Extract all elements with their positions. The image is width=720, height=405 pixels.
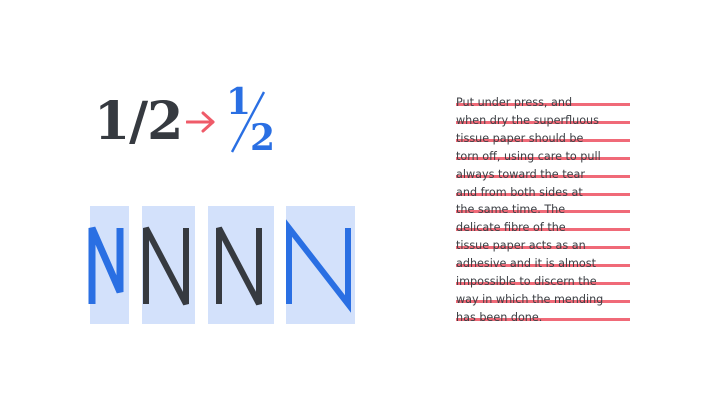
plain-fraction-text: 1/2: [94, 91, 183, 152]
underline-bar: [456, 174, 630, 178]
n-glyph: [143, 226, 189, 306]
underline-bar: [456, 138, 630, 142]
paragraph-line: way in which the mending: [456, 292, 604, 306]
underline-bar: [456, 299, 630, 303]
underline-bar: [456, 156, 630, 160]
n-glyph-cell: [88, 206, 129, 324]
paragraph-line: Put under press, and: [456, 96, 573, 109]
underline-bar: [456, 282, 630, 285]
fraction-numerator: 1: [226, 81, 252, 123]
n-glyph: [216, 226, 262, 306]
fraction-denominator: 2: [250, 117, 276, 159]
underline-bar: [456, 264, 630, 268]
n-glyph-row: [88, 206, 360, 324]
underline-bar: [456, 120, 630, 124]
underline-bar: [456, 103, 630, 106]
paragraph-line: has been done.: [456, 310, 543, 324]
fraction-demo: 1/2 1 2: [88, 82, 288, 162]
n-glyph-cell: [286, 206, 355, 324]
underline-bar: [456, 246, 630, 250]
underline-bar: [456, 192, 630, 196]
paragraph-line: delicate fibre of the: [456, 221, 566, 235]
n-glyph: [88, 226, 124, 304]
paragraph-line: torn off, using care to pull: [456, 149, 601, 163]
n-glyph: [286, 219, 351, 313]
underline-bar: [456, 228, 630, 232]
paragraph-line: and from both sides at: [456, 185, 583, 199]
fraction-slash: [230, 91, 266, 153]
paragraph-line: when dry the superfluous: [456, 113, 599, 127]
arrow-right-icon: [186, 111, 215, 133]
fraction-glyph: 1 2: [226, 82, 276, 159]
paragraph-line: always toward the tear: [456, 167, 585, 181]
paragraph-line: impossible to discern the: [456, 275, 597, 289]
paragraph-line: tissue paper acts as an: [456, 239, 586, 253]
underline-bar: [456, 317, 630, 321]
n-glyph-cell: [142, 206, 195, 324]
underline-bar: [456, 210, 630, 214]
paragraph-text: Put under press, and when dry the superfl…: [456, 94, 636, 327]
n-glyph-cell: [208, 206, 274, 324]
sample-paragraph: Put under press, and when dry the superfl…: [456, 94, 636, 327]
paragraph-line: tissue paper should be: [456, 131, 584, 145]
paragraph-line: the same time. The: [456, 203, 566, 217]
paragraph-line: adhesive and it is almost: [456, 257, 596, 271]
